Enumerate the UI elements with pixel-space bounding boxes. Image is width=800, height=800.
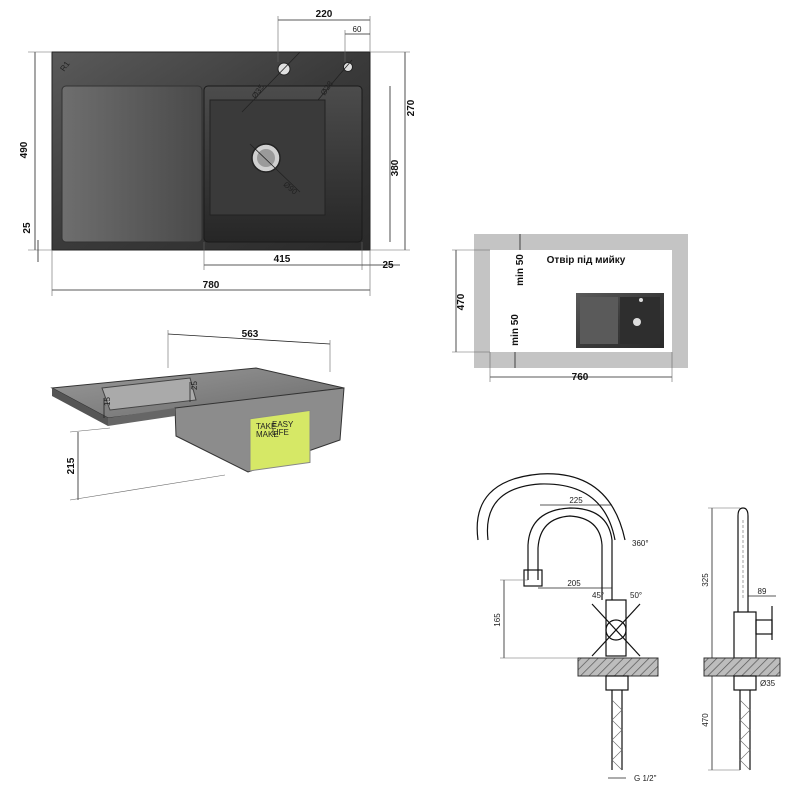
dim-205: 205 (567, 579, 581, 588)
drain-inner (257, 149, 275, 167)
faucet-rigid-spout (527, 507, 613, 600)
dim-min50-top: min 50 (515, 254, 526, 286)
cutout-label: Отвір під мийку (547, 255, 626, 266)
faucet-countertop (577, 657, 659, 677)
dim-270: 270 (406, 99, 417, 116)
dim-415: 415 (274, 254, 291, 265)
sink-drainboard (61, 85, 203, 243)
dim-325: 325 (701, 573, 710, 587)
dim-25-left: 25 (22, 222, 33, 234)
sticker-line-3: MAKE (256, 430, 279, 439)
dim-50: 50° (630, 591, 642, 600)
sticker-line-1: TAKE (256, 422, 276, 431)
faucet-front-view: 225 360° 205 45° 50° 165 G 1/2" (476, 473, 659, 783)
dim-225: 225 (569, 496, 583, 505)
faucet-side-view: 325 89 Ø35 470 (701, 507, 781, 771)
dim-165: 165 (493, 613, 502, 627)
accessory-hole (343, 62, 353, 72)
faucet-side-spout (737, 507, 749, 612)
dim-25-right: 25 (382, 260, 394, 271)
product-sticker (249, 409, 311, 472)
dim-360: 360° (632, 539, 649, 548)
cutout-diagram: Отвір під мийку min 50 min 50 470 760 (452, 234, 688, 383)
dim-760: 760 (572, 372, 589, 383)
dim-d35-faucet: Ø35 (760, 679, 776, 688)
faucet-side-countertop (703, 657, 781, 677)
dim-380: 380 (390, 159, 401, 176)
dim-470: 470 (456, 293, 467, 310)
dim-45: 45° (592, 591, 604, 600)
dim-490: 490 (19, 141, 30, 158)
sticker-line-4: LIFE (272, 428, 289, 437)
dim-g12: G 1/2" (634, 774, 657, 783)
dim-15-side: 15 (103, 397, 112, 406)
sink-top-view: 220 60 R1 Ø35 Ø28 Ø90 490 25 270 380 415… (19, 9, 417, 296)
dim-25-side: 25 (190, 381, 199, 390)
dim-780: 780 (203, 280, 220, 291)
dim-89: 89 (758, 587, 767, 596)
sticker-line-2: EASY (272, 420, 294, 429)
sink-side-view: TAKE EASY MAKE LIFE 563 25 15 215 (50, 329, 345, 501)
dim-220: 220 (316, 9, 333, 20)
faucet-side-lever (755, 619, 773, 635)
faucet-flex-spout (476, 473, 626, 541)
dim-215: 215 (66, 457, 77, 474)
dim-60: 60 (353, 25, 362, 34)
dim-470-faucet: 470 (701, 713, 710, 727)
dim-563: 563 (242, 329, 259, 340)
dim-min50-bottom: min 50 (510, 314, 521, 346)
